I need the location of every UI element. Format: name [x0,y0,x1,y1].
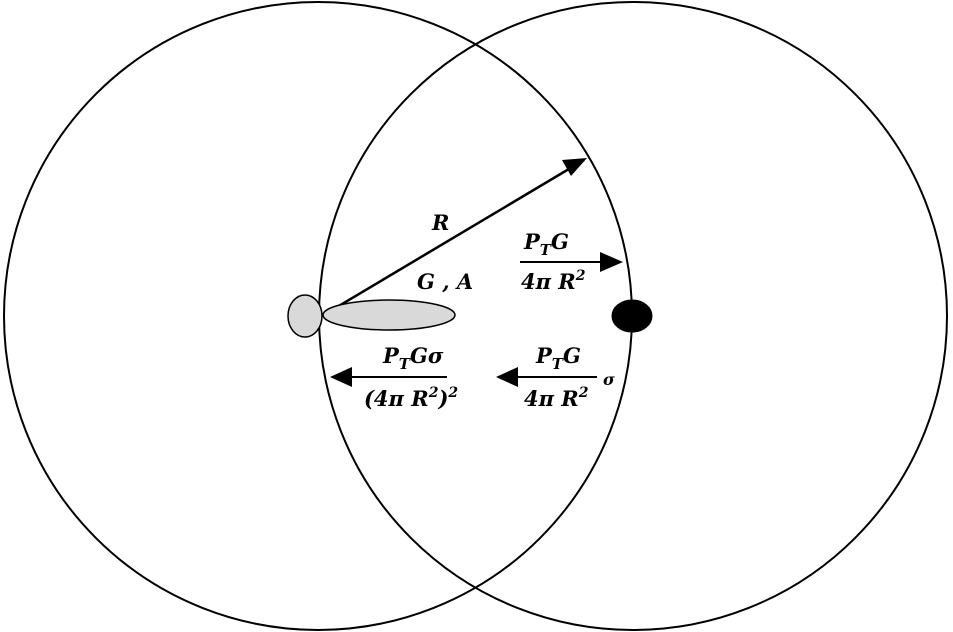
incident-numerator: PTG [523,229,569,259]
antenna-params-label: G , A [417,269,473,294]
target-icon [611,299,653,333]
range-label: R [431,210,449,235]
scattered-power-density: PTG 4π R2 σ [496,343,615,411]
incident-denominator: 4π R2 [521,268,586,294]
scattered-denominator: 4π R2 [524,385,589,411]
range-arrow [321,158,585,318]
incident-power-density: PTG 4π R2 [520,229,623,294]
scattered-numerator: PTG [535,343,581,373]
received-numerator: PTGσ [382,343,444,373]
incident-arrowhead [600,252,623,272]
radar-icon [287,294,323,338]
range-arrowhead [562,158,587,176]
rcs-sigma-label: σ [603,370,615,389]
antenna-beam-lobe [322,299,456,331]
received-power-density: PTGσ (4π R2)2 [330,343,458,411]
scattered-arrowhead [496,367,518,387]
received-denominator: (4π R2)2 [364,385,458,411]
received-arrowhead [330,367,352,387]
